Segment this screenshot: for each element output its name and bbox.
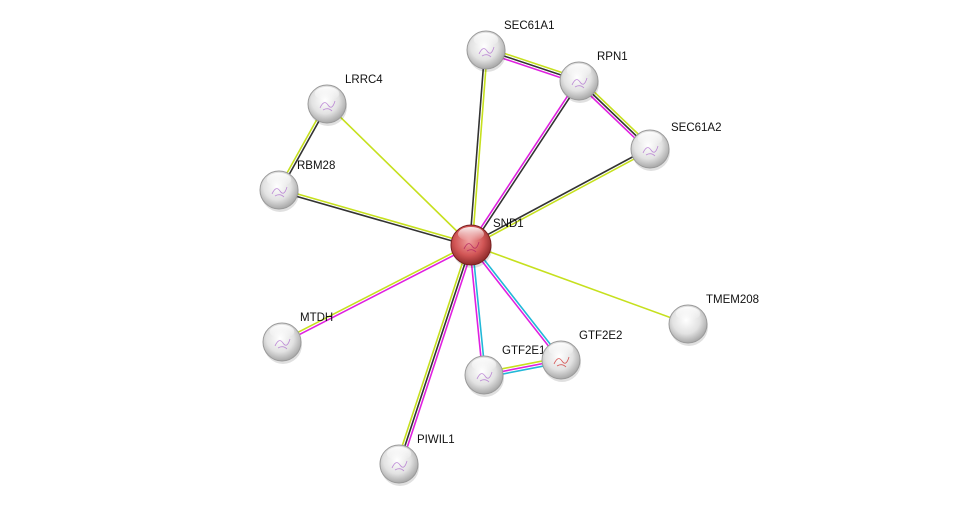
- node-shine: [637, 131, 663, 146]
- edge-experiments-line: [282, 245, 472, 344]
- node-gtf2e1[interactable]: GTF2E1: [464, 345, 545, 397]
- node-rbm28[interactable]: RBM28: [259, 160, 335, 212]
- protein-structure-icon: [553, 356, 570, 368]
- edge-databases-line: [471, 243, 563, 360]
- node-shine: [269, 324, 295, 339]
- edge-snd1-mtdh[interactable]: [281, 243, 472, 344]
- edge-coexpression-line: [278, 190, 471, 248]
- node-snd1[interactable]: SND1: [450, 218, 524, 268]
- protein-structure-icon: [319, 100, 336, 112]
- edge-textmining-line: [279, 187, 472, 245]
- node-shine: [471, 357, 497, 372]
- edge-experiments-line: [469, 79, 579, 245]
- edge-textmining-line: [326, 103, 472, 246]
- edge-experiments-line: [400, 245, 475, 466]
- node-piwil1[interactable]: PIWIL1: [379, 434, 455, 486]
- edge-snd1-gtf2e2[interactable]: [469, 243, 563, 362]
- node-label: MTDH: [300, 312, 333, 324]
- node-lrrc4[interactable]: LRRC4: [307, 74, 383, 126]
- node-shine: [473, 32, 499, 47]
- edge-coexpression-line: [470, 147, 650, 245]
- protein-structure-icon: [478, 46, 495, 58]
- edge-databases-line: [471, 244, 487, 375]
- edge-snd1-sec61a2[interactable]: [470, 147, 651, 247]
- edge-coexpression-line: [398, 244, 472, 465]
- node-shine: [386, 446, 412, 461]
- protein-structure-icon: [274, 338, 291, 350]
- node-shine: [675, 306, 701, 321]
- node-label: SND1: [493, 218, 524, 230]
- edge-snd1-sec61a1[interactable]: [468, 49, 489, 246]
- edge-snd1-tmem208[interactable]: [470, 244, 689, 325]
- edge-textmining-line: [281, 243, 471, 342]
- node-label: SEC61A1: [504, 20, 555, 32]
- node-shine: [548, 342, 574, 357]
- node-label: GTF2E1: [502, 345, 545, 357]
- edge-coexpression-line: [471, 81, 581, 247]
- node-shine: [566, 63, 592, 78]
- node-tmem208[interactable]: TMEM208: [668, 294, 759, 346]
- node-shine: [458, 227, 484, 241]
- protein-structure-icon: [271, 186, 288, 198]
- edge-experiments-line: [468, 245, 484, 376]
- node-label: TMEM208: [706, 294, 759, 306]
- edge-snd1-rbm28[interactable]: [278, 187, 472, 248]
- edge-snd1-piwil1[interactable]: [395, 243, 475, 466]
- node-shine: [314, 86, 340, 101]
- node-mtdh[interactable]: MTDH: [262, 312, 333, 364]
- protein-structure-icon: [571, 77, 588, 89]
- node-gtf2e2[interactable]: GTF2E2: [541, 330, 622, 382]
- node-label: PIWIL1: [417, 434, 455, 446]
- edge-experiments-line: [469, 245, 561, 362]
- node-label: SEC61A2: [671, 122, 722, 134]
- node-label: RPN1: [597, 51, 628, 63]
- protein-structure-icon: [391, 460, 408, 472]
- protein-structure-icon: [642, 145, 659, 157]
- edge-textmining-line: [395, 243, 470, 464]
- edge-snd1-lrrc4[interactable]: [326, 103, 472, 246]
- edge-textmining-line: [470, 244, 689, 325]
- node-shine: [266, 172, 292, 187]
- edge-textmining-line: [471, 149, 651, 247]
- protein-structure-icon: [463, 241, 480, 253]
- node-sec61a2[interactable]: SEC61A2: [630, 122, 722, 171]
- node-label: RBM28: [297, 160, 335, 172]
- edge-snd1-gtf2e1[interactable]: [468, 244, 487, 376]
- edge-coexpression-line: [468, 49, 486, 245]
- node-label: GTF2E2: [579, 330, 622, 342]
- edge-textmining-line: [471, 50, 489, 246]
- edge-snd1-rpn1[interactable]: [469, 79, 581, 247]
- node-label: LRRC4: [345, 74, 383, 86]
- node-sec61a1[interactable]: SEC61A1: [466, 20, 555, 72]
- node-rpn1[interactable]: RPN1: [559, 51, 628, 103]
- protein-structure-icon: [476, 371, 493, 383]
